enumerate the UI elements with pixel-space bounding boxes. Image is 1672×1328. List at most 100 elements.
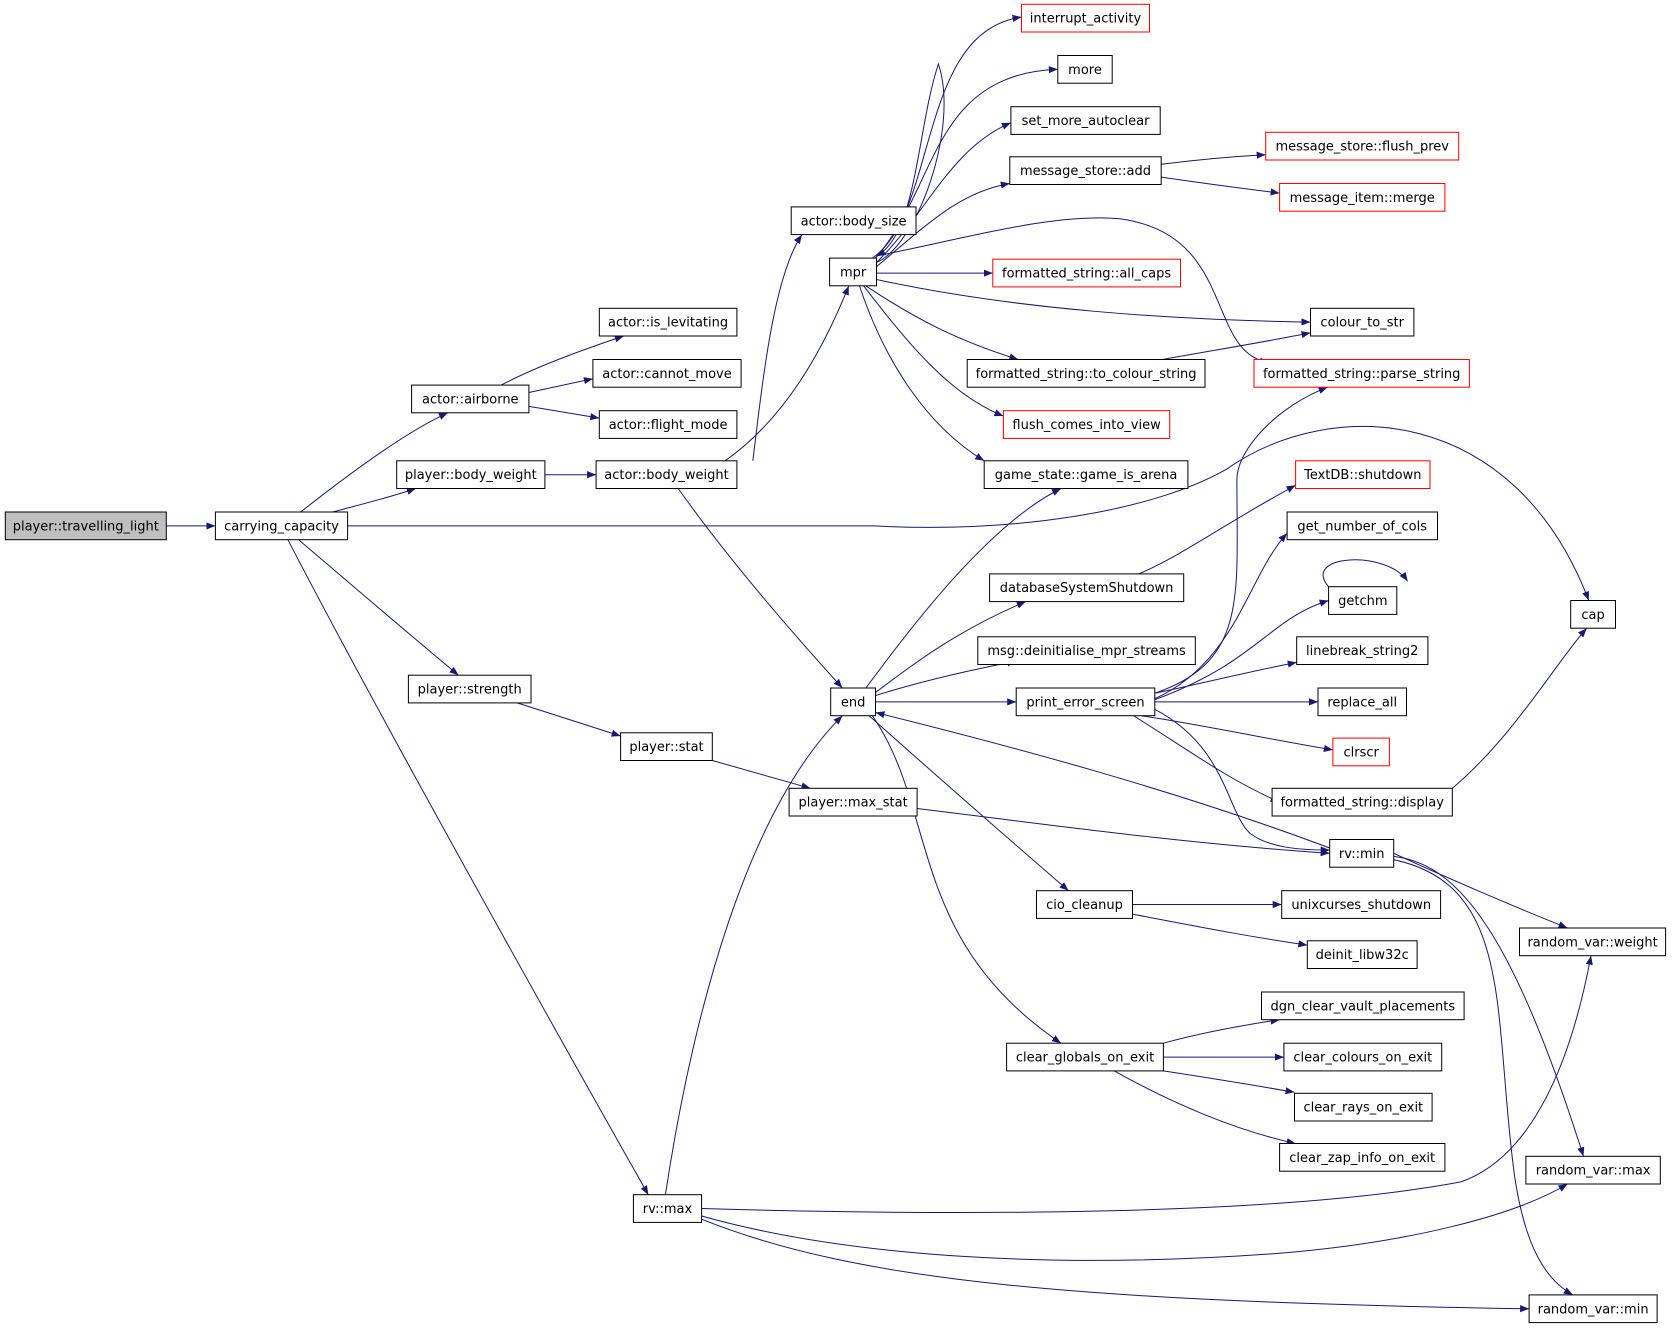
node-box (1528, 1294, 1658, 1324)
edge-rv_min-to-random_var_weight (1393, 852, 1568, 929)
node-actor-body-weight[interactable]: actor::body_weight (595, 460, 738, 489)
node-box (1328, 586, 1398, 615)
node-label: replace_all (1327, 695, 1397, 710)
node-label: player::strength (418, 683, 522, 698)
node-box (1296, 636, 1429, 665)
node-linebreak-string2[interactable]: linebreak_string2 (1296, 636, 1429, 665)
node-actor-is-levitating[interactable]: actor::is_levitating (598, 307, 738, 337)
edge-mpr-to-game_state_game_is_arena (859, 285, 985, 462)
node-label: clear_zap_info_on_exit (1289, 1151, 1435, 1166)
node-message-store-flush-prev[interactable]: message_store::flush_prev (1265, 131, 1460, 161)
node-deinit-libw32c[interactable]: deinit_libw32c (1306, 940, 1418, 969)
node-cio-cleanup[interactable]: cio_cleanup (1036, 890, 1133, 919)
node-formatted-string-display[interactable]: formatted_string::display (1271, 787, 1453, 817)
node-carrying-capacity[interactable]: carrying_capacity (214, 511, 349, 541)
node-label: flush_comes_into_view (1012, 418, 1161, 433)
node-label: deinit_libw32c (1316, 948, 1409, 963)
node-clear-rays-on-exit[interactable]: clear_rays_on_exit (1294, 1092, 1433, 1122)
node-player-travelling-light[interactable]: player::travelling_light (4, 511, 167, 541)
node-interrupt-activity[interactable]: interrupt_activity (1021, 3, 1150, 33)
node-message-store-add[interactable]: message_store::add (1009, 156, 1162, 186)
node-more[interactable]: more (1057, 55, 1113, 84)
node-label: clrscr (1344, 746, 1380, 761)
node-label: message_store::flush_prev (1275, 140, 1449, 155)
node-box (1317, 687, 1407, 717)
node-label: actor::airborne (422, 392, 519, 407)
node-label: unixcurses_shutdown (1291, 898, 1431, 913)
node-box (1002, 410, 1171, 439)
node-get-number-of-cols[interactable]: get_number_of_cols (1286, 511, 1438, 541)
node-end[interactable]: end (830, 687, 877, 717)
node-box (1021, 3, 1150, 33)
node-player-stat[interactable]: player::stat (620, 732, 713, 761)
node-game-state-game-is-arena[interactable]: game_state::game_is_arena (983, 460, 1189, 489)
edge-rv_min-to-random_var_max (1393, 856, 1585, 1157)
node-box (790, 206, 917, 236)
edge-end-to-clear_globals_on_exit (871, 715, 1062, 1044)
node-clrscr[interactable]: clrscr (1332, 737, 1390, 767)
node-label: formatted_string::display (1280, 796, 1444, 811)
node-box (592, 359, 742, 388)
node-rv-max[interactable]: rv::max (632, 1194, 703, 1223)
node-label: player::max_stat (799, 796, 908, 811)
node-label: actor::flight_mode (609, 418, 728, 433)
node-dgn-clear-vault-placements[interactable]: dgn_clear_vault_placements (1261, 991, 1465, 1021)
node-formatted-string-all-caps[interactable]: formatted_string::all_caps (992, 258, 1181, 288)
node-box (1295, 460, 1431, 489)
node-actor-flight-mode[interactable]: actor::flight_mode (598, 410, 738, 439)
node-box (1261, 991, 1465, 1021)
node-actor-airborne[interactable]: actor::airborne (411, 384, 530, 414)
node-label: colour_to_str (1320, 316, 1404, 331)
node-box (1265, 131, 1460, 161)
node-replace-all[interactable]: replace_all (1317, 687, 1407, 717)
node-random-var-weight[interactable]: random_var::weight (1519, 927, 1667, 957)
node-TextDB-shutdown[interactable]: TextDB::shutdown (1295, 460, 1431, 489)
edge-getchm-to-getchm (1322, 559, 1409, 588)
edges (166, 14, 1593, 1313)
edge-actor_airborne-to-actor_flight_mode (528, 405, 600, 421)
node-databaseSystemShutdown[interactable]: databaseSystemShutdown (989, 573, 1185, 603)
node-random-var-max[interactable]: random_var::max (1525, 1155, 1661, 1185)
edge-end-to-databaseSystemShutdown (874, 601, 1026, 694)
node-colour-to-str[interactable]: colour_to_str (1310, 307, 1415, 337)
node-formatted-string-parse-string[interactable]: formatted_string::parse_string (1253, 359, 1470, 388)
node-box (1281, 890, 1442, 919)
node-label: rv::min (1339, 847, 1385, 862)
edge-actor_airborne-to-actor_is_levitating (500, 335, 624, 386)
node-label: formatted_string::all_caps (1002, 267, 1171, 282)
edge-carrying_capacity-to-player_body_weight (332, 487, 417, 513)
node-clear-zap-info-on-exit[interactable]: clear_zap_info_on_exit (1279, 1143, 1446, 1172)
node-msg-deinitialise-mpr-streams[interactable]: msg::deinitialise_mpr_streams (977, 636, 1196, 665)
node-actor-cannot-move[interactable]: actor::cannot_move (592, 359, 742, 388)
node-actor-body-size[interactable]: actor::body_size (790, 206, 917, 236)
node-mpr[interactable]: mpr (829, 257, 877, 287)
node-set-more-autoclear[interactable]: set_more_autoclear (1010, 106, 1161, 135)
node-label: TextDB::shutdown (1303, 468, 1421, 483)
node-box (1010, 106, 1161, 135)
node-label: message_store::add (1020, 164, 1151, 179)
edge-player_stat-to-player_max_stat (712, 760, 811, 790)
edge-mpr-to-formatted_string_to_colour_string (865, 285, 1019, 361)
node-random-var-min[interactable]: random_var::min (1528, 1294, 1658, 1324)
node-message-item-merge[interactable]: message_item::merge (1279, 183, 1446, 212)
node-player-body-weight[interactable]: player::body_weight (396, 460, 546, 489)
edge-end-to-msg_deinitialise_mpr_streams (875, 659, 1017, 696)
node-clear-colours-on-exit[interactable]: clear_colours_on_exit (1283, 1042, 1443, 1072)
node-box (1279, 1143, 1446, 1172)
node-box (1294, 1092, 1433, 1122)
node-unixcurses-shutdown[interactable]: unixcurses_shutdown (1281, 890, 1442, 919)
node-rv-min[interactable]: rv::min (1329, 839, 1395, 868)
node-cap[interactable]: cap (1570, 600, 1616, 629)
node-player-max-stat[interactable]: player::max_stat (788, 787, 918, 817)
node-print-error-screen[interactable]: print_error_screen (1015, 687, 1156, 717)
node-box (598, 410, 738, 439)
edge-mpr-to-flush_comes_into_view (863, 285, 1004, 417)
node-box (214, 511, 349, 541)
node-clear-globals-on-exit[interactable]: clear_globals_on_exit (1006, 1042, 1164, 1072)
node-getchm[interactable]: getchm (1328, 586, 1398, 615)
node-player-strength[interactable]: player::strength (407, 674, 532, 704)
edge-actor_body_weight-to-actor_body_size (752, 234, 803, 461)
node-formatted-string-to-colour-string[interactable]: formatted_string::to_colour_string (966, 359, 1206, 388)
node-flush-comes-into-view[interactable]: flush_comes_into_view (1002, 410, 1171, 439)
edge-formatted_string_display-to-cap (1451, 627, 1588, 789)
